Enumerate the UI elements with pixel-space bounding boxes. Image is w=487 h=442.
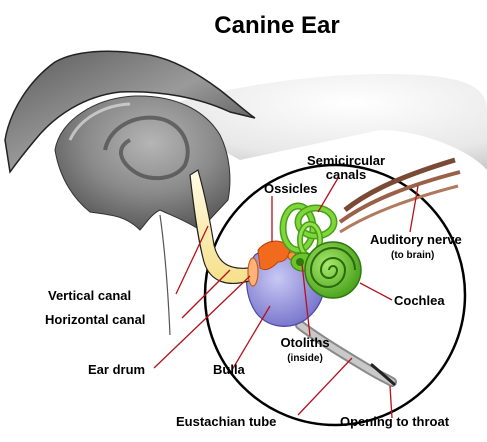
label-otoliths: Otoliths xyxy=(280,335,329,350)
label-vertical-canal: Vertical canal xyxy=(48,288,131,303)
cochlea xyxy=(304,241,362,299)
auditory-nerve xyxy=(338,157,461,234)
label-semicircular-line1: Semicircular xyxy=(307,153,385,168)
label-cochlea: Cochlea xyxy=(394,293,445,308)
pointer-cochlea xyxy=(359,282,393,301)
diagram-title: Canine Ear xyxy=(214,12,339,39)
label-bulla: Bulla xyxy=(213,362,246,377)
ear-inner-fold-2 xyxy=(68,102,131,141)
label-ossicles: Ossicles xyxy=(264,181,318,196)
pointer-vertical-canal xyxy=(175,225,209,295)
pointer-auditory-nerve xyxy=(409,185,419,233)
label-horizontal-canal: Horizontal canal xyxy=(45,312,145,327)
pointer-eustachian-tube xyxy=(297,357,353,416)
label-opening-to-throat: Opening to throat xyxy=(340,414,450,429)
pointer-lines xyxy=(153,177,419,419)
label-auditory-nerve-note: (to brain) xyxy=(391,250,434,261)
pointer-ear-drum xyxy=(153,275,251,369)
eustachian-tube-tip xyxy=(370,363,396,386)
head-shading xyxy=(150,74,487,170)
ear-inner-fold xyxy=(103,115,190,181)
label-semicircular-line2: canals xyxy=(326,167,366,182)
semicircular-canals xyxy=(279,202,338,259)
label-auditory-nerve: Auditory nerve xyxy=(370,232,462,247)
pointer-opening-to-throat xyxy=(389,385,393,419)
ear-drum xyxy=(247,257,259,287)
ear-flap-edge xyxy=(159,214,171,336)
pointer-horizontal-canal xyxy=(181,269,231,319)
pointer-otoliths xyxy=(301,263,311,337)
pointer-semicircular xyxy=(317,177,339,213)
label-ear-drum: Ear drum xyxy=(88,362,145,377)
pointer-bulla xyxy=(231,305,271,371)
label-eustachian-tube: Eustachian tube xyxy=(176,414,276,429)
ear-flap xyxy=(4,50,256,174)
label-otoliths-note: (inside) xyxy=(287,353,323,364)
ossicles xyxy=(257,240,290,271)
otoliths xyxy=(296,258,304,266)
